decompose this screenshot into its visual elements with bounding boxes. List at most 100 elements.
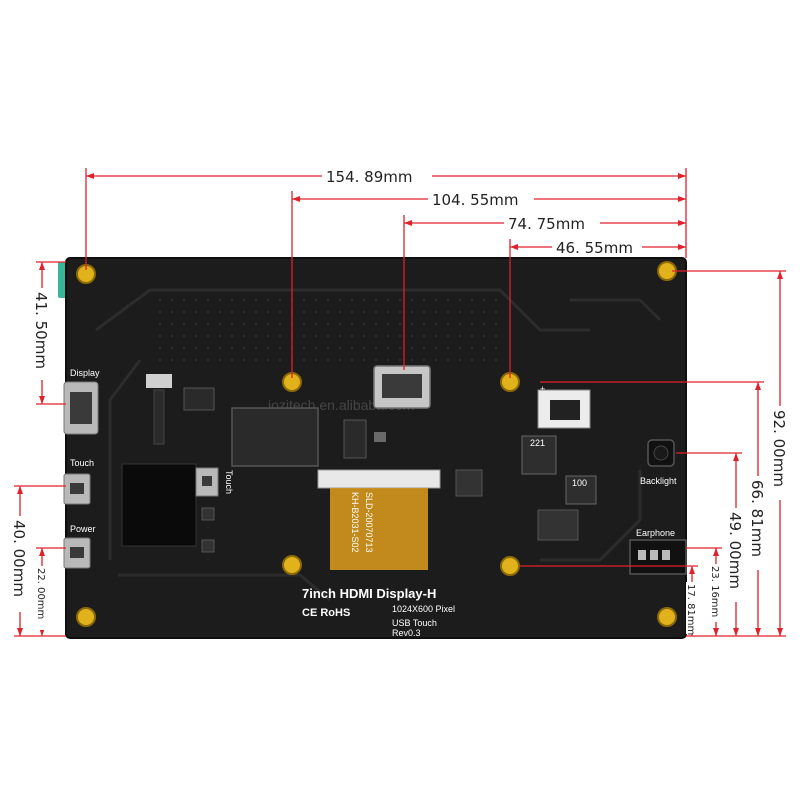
standoff-bottom-right bbox=[657, 607, 677, 627]
via-dot bbox=[446, 334, 450, 338]
via-dot bbox=[338, 310, 342, 314]
via-dot bbox=[158, 310, 162, 314]
via-dot bbox=[206, 346, 210, 350]
label-backlight: Backlight bbox=[640, 476, 677, 486]
via-dot bbox=[326, 310, 330, 314]
via-dot bbox=[218, 298, 222, 302]
via-dot bbox=[206, 322, 210, 326]
via-dot bbox=[434, 358, 438, 362]
fpc-text-2: SLD-20070713 bbox=[364, 492, 374, 553]
via-dot bbox=[470, 346, 474, 350]
via-dot bbox=[338, 358, 342, 362]
via-dot bbox=[422, 298, 426, 302]
certifications: CE RoHS bbox=[302, 607, 350, 619]
via-dot bbox=[350, 298, 354, 302]
via-dot bbox=[182, 298, 186, 302]
via-dot bbox=[434, 310, 438, 314]
via-dot bbox=[218, 310, 222, 314]
via-dot bbox=[218, 334, 222, 338]
via-dot bbox=[458, 346, 462, 350]
via-dot bbox=[254, 346, 258, 350]
label-display: Display bbox=[70, 368, 100, 378]
via-dot bbox=[362, 322, 366, 326]
via-dot bbox=[398, 334, 402, 338]
via-dot bbox=[494, 298, 498, 302]
dim-left-power-offset: 22. 00mm bbox=[35, 568, 46, 619]
dim-right-bottom-standoff: 17. 81mm bbox=[685, 584, 696, 635]
via-dot bbox=[266, 298, 270, 302]
via-dot bbox=[338, 334, 342, 338]
via-dot bbox=[314, 346, 318, 350]
via-dot bbox=[158, 322, 162, 326]
via-dot bbox=[494, 346, 498, 350]
via-dot bbox=[266, 358, 270, 362]
via-dot bbox=[422, 322, 426, 326]
via-dot bbox=[326, 346, 330, 350]
inductor-2 bbox=[565, 475, 597, 505]
via-dot bbox=[482, 334, 486, 338]
via-dot bbox=[314, 322, 318, 326]
via-dot bbox=[338, 298, 342, 302]
via-dot bbox=[230, 358, 234, 362]
via-dot bbox=[410, 298, 414, 302]
via-dot bbox=[482, 310, 486, 314]
small-fpc-connector bbox=[146, 374, 172, 388]
via-dot bbox=[158, 358, 162, 362]
via-dot bbox=[350, 310, 354, 314]
via-dot bbox=[386, 322, 390, 326]
fpc-text-1: KH-B2031-S02 bbox=[350, 492, 360, 553]
standoff-bottom-left bbox=[76, 607, 96, 627]
via-dot bbox=[446, 346, 450, 350]
fpc-cable bbox=[330, 488, 428, 570]
via-dot bbox=[242, 310, 246, 314]
via-dot bbox=[446, 322, 450, 326]
via-dot bbox=[206, 358, 210, 362]
via-dot bbox=[398, 310, 402, 314]
via-dot bbox=[410, 334, 414, 338]
via-dot bbox=[470, 358, 474, 362]
via-dot bbox=[362, 298, 366, 302]
via-dot bbox=[158, 298, 162, 302]
via-dot bbox=[386, 298, 390, 302]
touch-type: USB Touch bbox=[392, 618, 437, 628]
standoffs bbox=[76, 261, 677, 627]
pcb-traces bbox=[95, 288, 662, 602]
label-earphone: Earphone bbox=[636, 528, 675, 538]
via-dot bbox=[434, 322, 438, 326]
dim-right-earphone: 23. 16mm bbox=[709, 566, 720, 617]
left-ports: Display Touch Power bbox=[63, 368, 100, 569]
resolution: 1024X600 Pixel bbox=[392, 604, 455, 614]
via-dot bbox=[458, 358, 462, 362]
via-dot bbox=[494, 358, 498, 362]
via-dot bbox=[278, 358, 282, 362]
via-dot bbox=[410, 346, 414, 350]
via-dot bbox=[470, 334, 474, 338]
via-dot bbox=[494, 334, 498, 338]
via-dot bbox=[350, 358, 354, 362]
via-dot bbox=[182, 322, 186, 326]
via-dot bbox=[230, 322, 234, 326]
via-dot bbox=[494, 310, 498, 314]
via-dot bbox=[458, 310, 462, 314]
via-dot bbox=[422, 310, 426, 314]
via-dot bbox=[182, 334, 186, 338]
via-dot bbox=[470, 322, 474, 326]
via-dot bbox=[266, 322, 270, 326]
via-dot bbox=[446, 358, 450, 362]
via-dot bbox=[314, 358, 318, 362]
dim-top-width-inner-right: 46. 55mm bbox=[556, 239, 633, 257]
black-pad bbox=[121, 463, 197, 547]
dim-top-width-hdmi: 74. 75mm bbox=[508, 215, 585, 233]
via-dot bbox=[266, 334, 270, 338]
via-dot bbox=[278, 346, 282, 350]
via-dot bbox=[182, 346, 186, 350]
via-dot bbox=[386, 310, 390, 314]
via-dot bbox=[362, 334, 366, 338]
via-dot bbox=[326, 334, 330, 338]
via-dot bbox=[254, 298, 258, 302]
standoff-inner-left-bottom bbox=[282, 555, 302, 575]
via-dot bbox=[254, 310, 258, 314]
via-dot bbox=[482, 358, 486, 362]
via-dot bbox=[254, 322, 258, 326]
via-dot bbox=[386, 334, 390, 338]
